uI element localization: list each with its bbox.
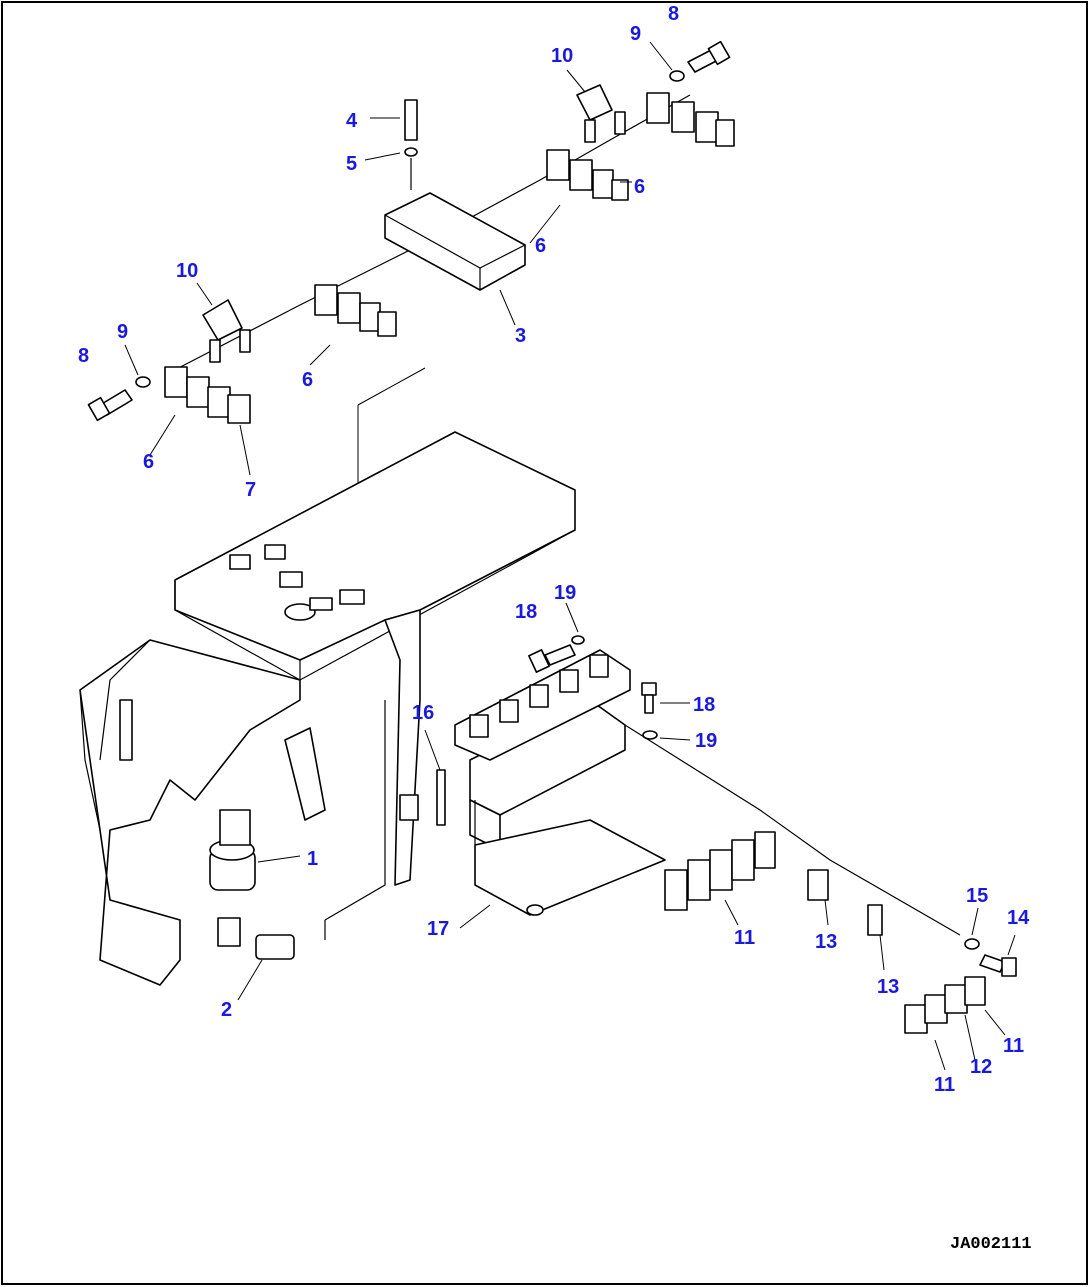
clip-13-a	[807, 869, 829, 926]
relay-group-6-middle	[546, 149, 629, 201]
callout-18-upper: 18	[515, 601, 537, 623]
callout-11-middle: 11	[734, 927, 755, 949]
relay-group-6-left	[164, 366, 251, 424]
callout-15: 15	[966, 885, 988, 907]
callout-19-right: 19	[695, 730, 717, 752]
bolt-8-left	[87, 376, 151, 422]
callout-9-left: 9	[117, 321, 128, 343]
callout-labels: 8 9 10 4 5 6 6 3 10 9 8 6 6 7 19 18 18 1…	[78, 3, 1030, 1096]
bolt-18-right	[641, 682, 691, 741]
callout-8-left: 8	[78, 345, 89, 367]
callout-2: 2	[221, 999, 232, 1021]
callout-17: 17	[427, 918, 449, 940]
relay-block-upper	[454, 649, 631, 761]
relay-group-11-middle	[664, 831, 776, 911]
relay-group-6-upper-right	[646, 92, 735, 147]
callout-18-right: 18	[693, 694, 715, 716]
callout-14: 14	[1007, 907, 1030, 929]
callout-6-d: 6	[143, 451, 154, 473]
bolt-18-upper	[528, 635, 585, 673]
clip-10-top	[576, 84, 626, 143]
callout-5: 5	[346, 153, 357, 175]
console-frame	[79, 431, 576, 986]
callout-6-a: 6	[634, 176, 645, 198]
callout-19-upper: 19	[554, 582, 576, 604]
connector-part-2	[217, 917, 295, 1001]
callout-16: 16	[412, 702, 434, 724]
callout-9-top: 9	[630, 23, 641, 45]
callout-leaders	[124, 41, 1016, 1071]
callout-13-b: 13	[877, 976, 899, 998]
callout-1: 1	[307, 848, 318, 870]
clip-10-left	[202, 299, 251, 363]
callout-11-right: 11	[1003, 1035, 1024, 1057]
callout-10-left: 10	[176, 260, 198, 282]
relay-group-6-center	[314, 284, 397, 337]
plate-16	[399, 729, 446, 826]
drawing-id: JA002111	[950, 1235, 1032, 1254]
upper-rail-assembly	[87, 40, 735, 525]
callout-3: 3	[515, 325, 526, 347]
controller-box-17	[459, 699, 666, 929]
relay-group-11-lower	[904, 976, 986, 1034]
callout-8-top: 8	[668, 3, 679, 25]
callout-12: 12	[970, 1056, 992, 1078]
bolt-4	[404, 99, 418, 141]
bolt-14	[964, 938, 1017, 977]
callout-6-c: 6	[302, 369, 313, 391]
callout-13-a: 13	[815, 931, 837, 953]
callout-6-b: 6	[535, 235, 546, 257]
switch-part-1	[209, 809, 301, 891]
callout-11-lower: 11	[934, 1074, 955, 1096]
callout-7: 7	[245, 479, 256, 501]
callout-10-top: 10	[551, 45, 573, 67]
callout-4: 4	[346, 110, 358, 132]
bolt-8-top	[669, 40, 731, 82]
clip-13-b	[867, 904, 885, 971]
